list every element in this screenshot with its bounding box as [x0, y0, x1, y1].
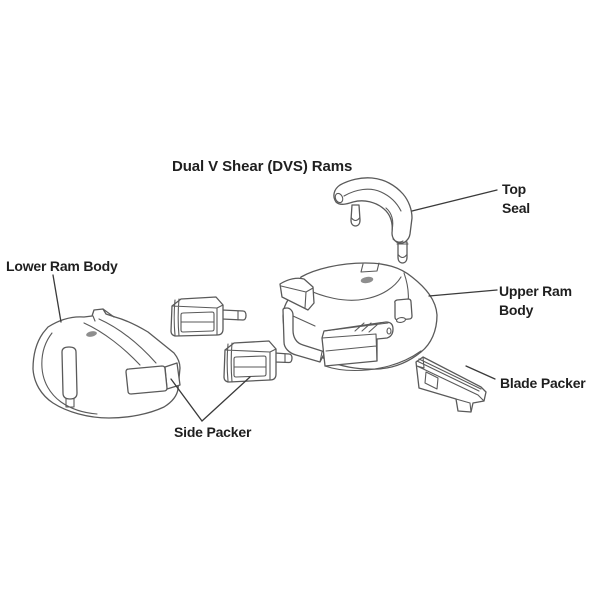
- leader-lower-ram-body: [52, 274, 62, 323]
- blade-packer-outline: [415, 356, 487, 413]
- lower-ram-body-outline: [32, 308, 181, 419]
- upper-ram-body-flange-lines: [321, 322, 389, 362]
- blade-packer-drawing: [415, 356, 487, 413]
- side-packer-upper-drawing: [170, 296, 247, 337]
- upper-ram-body-flange: [321, 321, 394, 367]
- upper-ram-body-blade-wedge-lines: [280, 285, 314, 309]
- side-packer-upper-edges: [171, 298, 224, 337]
- top-seal-elbow-line: [385, 207, 394, 231]
- upper-ram-body-clamp-lines: [292, 315, 323, 363]
- top-seal-inner-band: [343, 188, 402, 212]
- top-seal-end-cap-line: [392, 238, 404, 243]
- lower-ram-body-pocket-plate: [125, 365, 168, 395]
- lower-ram-body-drawing: [32, 308, 181, 419]
- diagram-title: Dual V Shear (DVS) Rams: [172, 158, 353, 175]
- upper-ram-body-boss-hole: [395, 316, 407, 324]
- top-seal-left-peg: [350, 204, 361, 227]
- top-seal-left-peg-cap: [350, 217, 361, 222]
- side-packer-upper-peg: [221, 309, 247, 321]
- lower-ram-body-slot: [61, 346, 78, 400]
- top-seal-right-peg: [397, 241, 408, 264]
- upper-ram-body-top-face-curve: [303, 276, 402, 301]
- upper-ram-body-drawing: [279, 262, 438, 371]
- top-seal-right-peg-cap: [396, 243, 409, 259]
- side-packer-lower-peg: [274, 352, 293, 364]
- blade-packer-inset: [424, 371, 439, 390]
- lower-ram-body-slot-notch: [65, 398, 75, 408]
- leader-side-packer: [170, 376, 251, 422]
- lower-ram-body-face-band: [41, 332, 98, 415]
- label-upper-ram-body: Upper Ram Body: [499, 283, 572, 318]
- label-side-packer: Side Packer: [174, 424, 252, 440]
- label-top-seal: Top Seal: [502, 181, 530, 216]
- upper-ram-body-clamp: [282, 307, 326, 363]
- leader-blade-packer: [465, 365, 496, 380]
- leader-upper-ram-body: [428, 289, 498, 297]
- label-blade-packer: Blade Packer: [500, 375, 586, 391]
- side-packer-upper-panel: [180, 311, 215, 333]
- top-seal-tip-oval: [334, 192, 344, 204]
- side-packer-lower-edges: [224, 342, 277, 383]
- upper-ram-body-flange-hole: [386, 327, 392, 335]
- label-lower-ram-body: Lower Ram Body: [6, 258, 118, 274]
- leader-top-seal: [411, 189, 498, 212]
- upper-ram-body-bottom-curve: [324, 350, 422, 371]
- blade-packer-ridges: [416, 356, 485, 413]
- upper-ram-body-top-hole: [360, 276, 374, 284]
- lower-ram-body-top-curves: [83, 308, 157, 366]
- upper-ram-body-top-notch: [360, 262, 380, 273]
- top-seal-drawing: [333, 177, 413, 264]
- upper-ram-body-boss: [394, 298, 413, 321]
- side-packer-lower-drawing: [223, 340, 293, 383]
- side-packer-lower-panel: [233, 355, 267, 378]
- leader-lines: [52, 189, 498, 422]
- lower-ram-body-top-hole: [86, 331, 97, 337]
